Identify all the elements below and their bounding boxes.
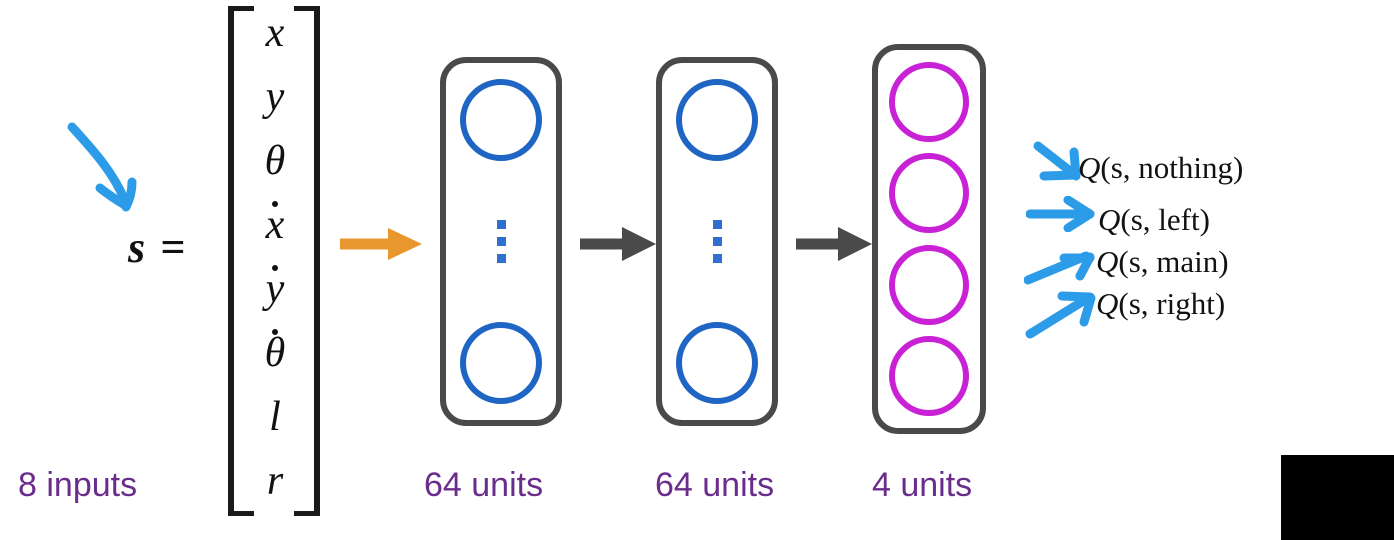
state-vector-item: θ [246,328,304,378]
bracket-right-icon [294,6,320,516]
hidden-layer-2-units [662,63,772,420]
state-vector-symbol: y [265,74,285,120]
output-layer-box [872,44,986,434]
output-layer-units [878,50,980,428]
time-derivative-dot-icon [272,265,278,271]
q-label-left: Q(s, left) [1098,202,1210,238]
output-arrow-right-icon [1025,291,1096,339]
q-args: (s, nothing) [1100,150,1244,185]
state-vector-item: x [246,8,304,58]
black-overlay-rect [1281,455,1394,540]
q-args: (s, left) [1120,202,1210,237]
q-symbol: Q [1078,150,1101,185]
state-vector-item: y [246,264,304,314]
state-vector-item: l [246,392,304,442]
unit-circle [889,244,969,325]
unit-circle [889,62,969,142]
unit-circle [676,79,758,161]
state-vector-item: y [246,72,304,122]
state-symbol-label: s = [128,223,188,272]
layer-arrow-2-icon [796,227,872,261]
hidden-layer-1-box [440,57,562,426]
state-vector-symbol: θ [264,330,286,376]
unit-circle [676,322,758,404]
time-derivative-dot-icon [272,201,278,207]
state-vector-symbol: x [265,10,285,56]
unit-circle [889,335,969,416]
vertical-ellipsis-icon [496,220,506,263]
caption-output-layer: 4 units [872,466,973,504]
vertical-ellipsis-icon [712,220,722,263]
hidden-layer-1-units [446,63,556,420]
state-vector-symbol: y [265,266,285,312]
output-arrow-main-icon [1024,251,1095,285]
q-label-main: Q(s, main) [1096,244,1229,280]
state-vector-item: r [246,456,304,506]
unit-circle [889,153,969,234]
bracket-left-icon [228,6,254,516]
output-arrow-left-icon [1026,196,1095,232]
state-vector-symbol: θ [264,138,286,184]
state-vector-item: x [246,200,304,250]
state-vector-symbol: r [266,458,284,504]
unit-circle [460,322,542,404]
q-args: (s, right) [1118,286,1226,321]
input-arrow-icon [340,228,422,260]
unit-circle [460,79,542,161]
caption-hidden-layer-1: 64 units [424,466,544,504]
caption-hidden-layer-2: 64 units [655,466,775,504]
state-vector: x y θ x y θ l r [228,6,320,516]
layer-arrow-1-icon [580,227,656,261]
q-label-nothing: Q(s, nothing) [1078,150,1243,186]
caption-input-layer: 8 inputs [18,466,138,504]
output-arrow-nothing-icon [1033,141,1081,181]
q-symbol: Q [1096,286,1119,321]
q-symbol: Q [1098,202,1121,237]
annotation-arrow-to-state [67,122,137,212]
q-label-right: Q(s, right) [1096,286,1225,322]
state-vector-item: θ [246,136,304,186]
state-vector-symbol: x [265,202,285,248]
hidden-layer-2-box [656,57,778,426]
state-vector-items: x y θ x y θ l r [246,6,304,506]
state-vector-symbol: l [269,394,281,440]
q-args: (s, main) [1118,244,1229,279]
time-derivative-dot-icon [272,329,278,335]
q-symbol: Q [1096,244,1119,279]
